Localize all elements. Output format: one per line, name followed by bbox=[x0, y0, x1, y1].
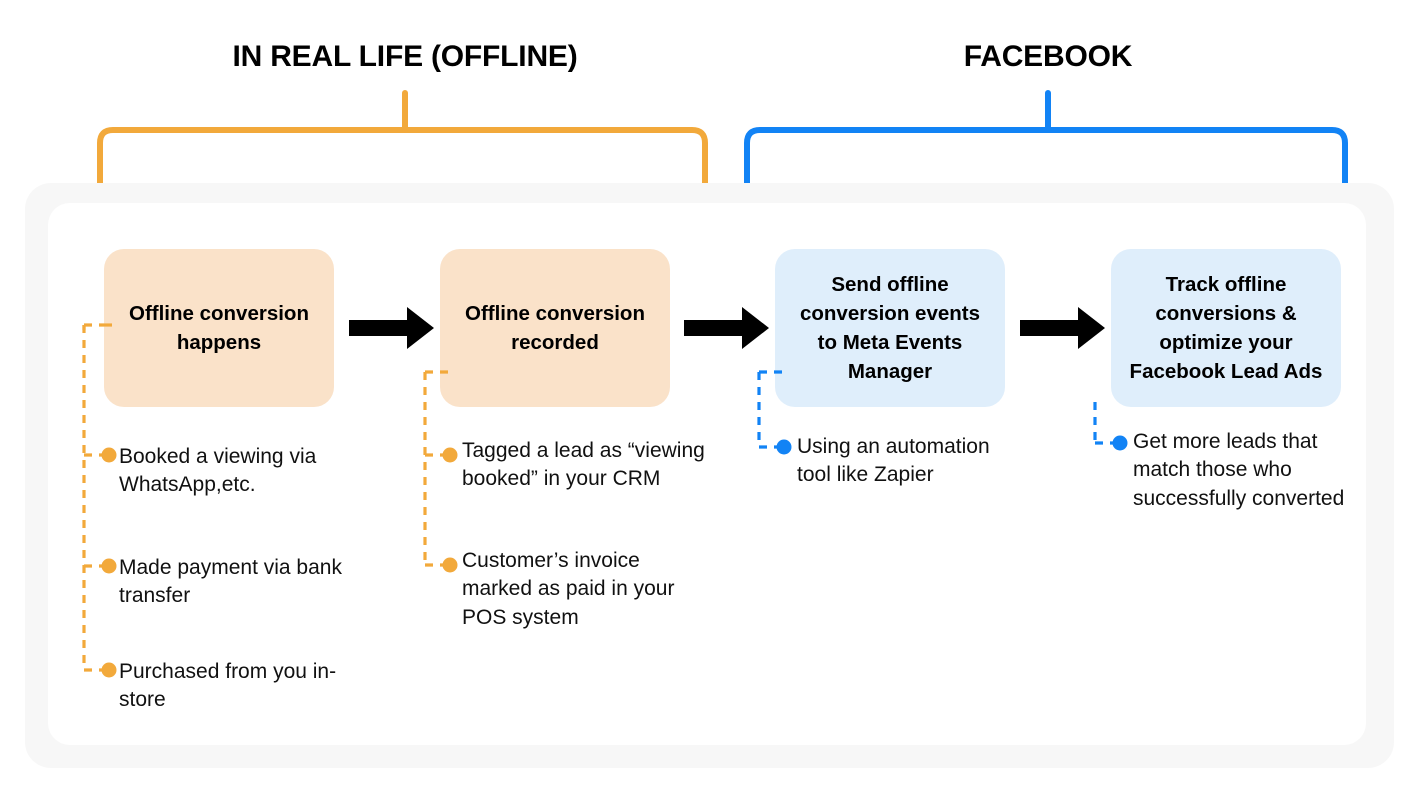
list-item: Get more leads that match those who succ… bbox=[1133, 430, 1345, 510]
section-heading-facebook: FACEBOOK bbox=[963, 40, 1133, 73]
step-card-track-offline-conversions[interactable]: Track offline conversions & optimize you… bbox=[1111, 249, 1341, 407]
list-item: Customer’s invoice marked as paid in you… bbox=[462, 549, 675, 629]
blue-bracket-icon bbox=[744, 90, 1348, 198]
list-item: Booked a viewing via WhatsApp,etc. bbox=[119, 445, 317, 497]
step-card-offline-conversion-happens[interactable]: Offline conversion happens bbox=[104, 249, 334, 407]
list-item: Using an automation tool like Zapier bbox=[797, 435, 990, 487]
arrow-right-icon bbox=[1020, 307, 1105, 349]
list-item: Tagged a lead as “viewing booked” in you… bbox=[462, 439, 705, 491]
step-card-send-offline-conversion-events[interactable]: Send offline conversion events to Meta E… bbox=[775, 249, 1005, 407]
orange-bracket-icon bbox=[97, 90, 708, 198]
step-card-offline-conversion-recorded[interactable]: Offline conversion recorded bbox=[440, 249, 670, 407]
arrow-right-icon bbox=[684, 307, 769, 349]
list-item: Purchased from you in-store bbox=[119, 660, 337, 712]
section-heading-offline: IN REAL LIFE (OFFLINE) bbox=[232, 40, 578, 73]
list-item: Made payment via bank transfer bbox=[119, 556, 342, 608]
arrow-right-icon bbox=[349, 307, 434, 349]
